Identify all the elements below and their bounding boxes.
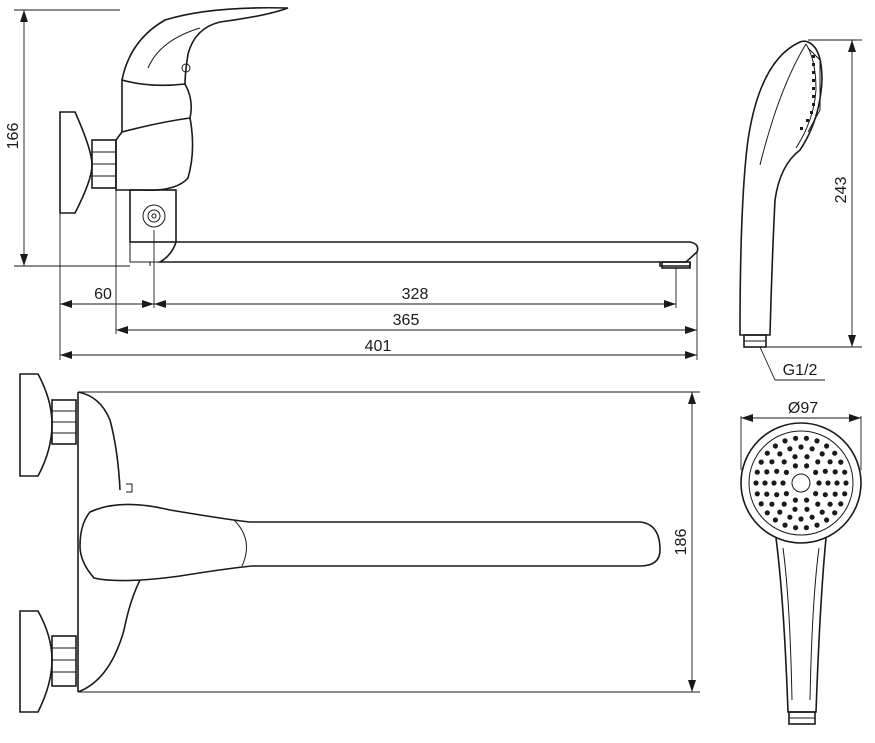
nozzle-dot: [777, 509, 783, 515]
dimension-365: 365: [116, 312, 697, 334]
nozzle-dot: [782, 438, 788, 444]
nozzle-dot: [822, 468, 828, 474]
nozzle-dot: [792, 463, 799, 469]
nozzle-dot: [815, 501, 821, 507]
dimension-166: 166: [5, 9, 130, 267]
nozzle-dot: [753, 480, 759, 486]
nozzle-dot: [772, 443, 779, 449]
nozzle-dot: [787, 446, 793, 452]
nozzle-dot: [798, 444, 804, 450]
nozzle-dot: [764, 491, 770, 497]
nozzle-dot: [793, 435, 799, 441]
nozzle-dot: [824, 443, 830, 449]
nozzle-dot: [772, 517, 779, 523]
horizontal-extension-lines: [59, 190, 698, 360]
nozzle-dot: [758, 459, 764, 465]
nozzle-dot: [803, 435, 810, 441]
dimension-243-label: 243: [833, 177, 850, 204]
nozzle-dot: [798, 516, 804, 522]
nozzle-dot: [803, 525, 810, 531]
dimension-243: 243: [766, 39, 862, 348]
dimension-328-label: 328: [402, 286, 429, 303]
nozzle-dot: [804, 463, 810, 469]
nozzle-dot: [771, 480, 777, 486]
dimension-60-label: 60: [94, 286, 112, 303]
nozzle-dot: [832, 510, 838, 516]
nozzle-dot: [764, 510, 770, 516]
nozzle-dot: [832, 491, 838, 497]
nozzle-dot: [774, 492, 780, 498]
nozzle-dot: [792, 454, 798, 460]
nozzle-plate-edge: [800, 55, 815, 130]
nozzle-dot: [781, 501, 787, 507]
nozzle-dot: [813, 491, 819, 497]
nozzle-dot: [783, 469, 790, 475]
nozzle-dot: [842, 491, 848, 497]
nozzle-dot: [809, 446, 815, 452]
nozzle-dot: [754, 469, 760, 475]
handshower-side-view: [739, 40, 823, 348]
dimension-401-label: 401: [365, 338, 392, 355]
nozzle-dot: [777, 451, 783, 457]
nozzle-dot: [754, 491, 760, 497]
nozzle-pattern: [753, 435, 849, 531]
handshower-front-view: [740, 422, 862, 725]
dimension-186: 186: [78, 391, 700, 693]
dimension-401: 401: [60, 338, 697, 359]
nozzle-dot: [758, 501, 764, 507]
nozzle-dot: [815, 459, 821, 465]
dimension-328: 328: [154, 286, 676, 308]
nozzle-dot: [827, 459, 833, 465]
nozzle-dot: [816, 480, 822, 486]
thread-label: G1/2: [783, 362, 818, 379]
nozzle-dot: [781, 459, 787, 465]
nozzle-dot: [769, 459, 775, 465]
nozzle-dot: [825, 480, 831, 486]
dimension-97-label: Ø97: [788, 400, 818, 417]
nozzle-dot: [838, 459, 844, 465]
nozzle-dot: [814, 438, 820, 444]
dimension-97: Ø97: [740, 400, 862, 470]
dimension-166-label: 166: [5, 123, 22, 150]
nozzle-dot: [804, 454, 810, 460]
nozzle-dot: [793, 525, 799, 531]
nozzle-dot: [819, 509, 825, 515]
nozzle-dot: [764, 469, 770, 475]
dimension-365-label: 365: [393, 312, 420, 329]
nozzle-dot: [780, 480, 786, 486]
dimension-186-label: 186: [673, 529, 690, 556]
nozzle-dot: [824, 517, 830, 523]
thread-callout: G1/2: [759, 346, 825, 381]
nozzle-dot: [832, 469, 838, 475]
nozzle-dot: [787, 514, 793, 520]
nozzle-dot: [842, 469, 848, 475]
dimension-60: 60: [60, 286, 154, 308]
nozzle-dot: [843, 480, 849, 486]
mixer-top-view: [19, 373, 661, 713]
nozzle-dot: [792, 497, 799, 503]
nozzle-dot: [813, 469, 819, 475]
nozzle-dot: [822, 492, 828, 498]
nozzle-dot: [782, 522, 788, 528]
nozzle-dot: [783, 491, 790, 497]
nozzle-dot: [792, 506, 798, 512]
nozzle-dot: [832, 450, 838, 456]
nozzle-dot: [819, 451, 825, 457]
nozzle-dot: [762, 480, 768, 486]
nozzle-dot: [834, 480, 840, 486]
nozzle-dot: [814, 522, 820, 528]
nozzle-dot: [809, 514, 815, 520]
nozzle-dot: [804, 506, 810, 512]
nozzle-dot: [827, 501, 833, 507]
mixer-side-view: [59, 6, 699, 269]
nozzle-dot: [774, 468, 780, 474]
nozzle-dot: [764, 450, 770, 456]
nozzle-dot: [804, 497, 810, 503]
nozzle-dot: [838, 501, 844, 507]
nozzle-dot: [769, 501, 775, 507]
